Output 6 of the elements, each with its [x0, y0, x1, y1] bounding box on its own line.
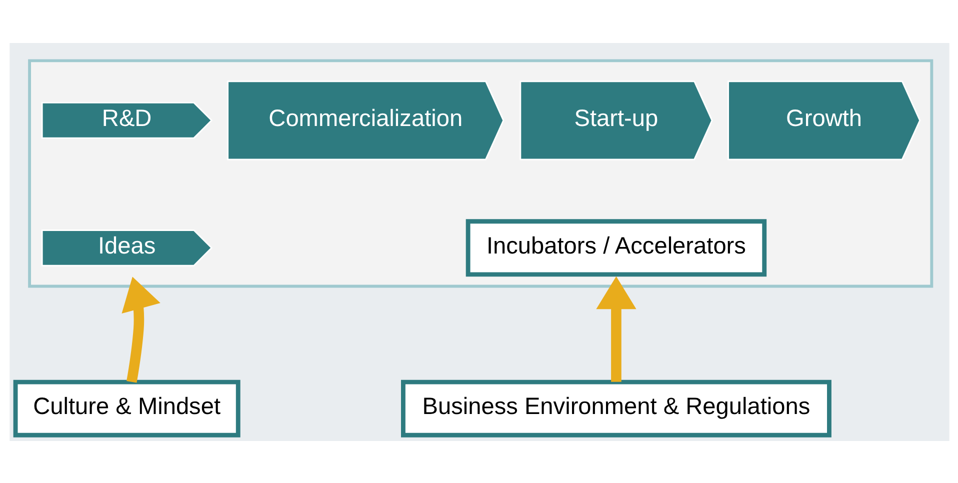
arrow: [121, 276, 160, 382]
node-box: Business Environment & Regulations: [400, 379, 831, 437]
arrow: [596, 276, 636, 382]
node-box: Culture & Mindset: [12, 379, 240, 437]
cluster: [28, 58, 933, 288]
node-box: Incubators / Accelerators: [465, 218, 766, 276]
